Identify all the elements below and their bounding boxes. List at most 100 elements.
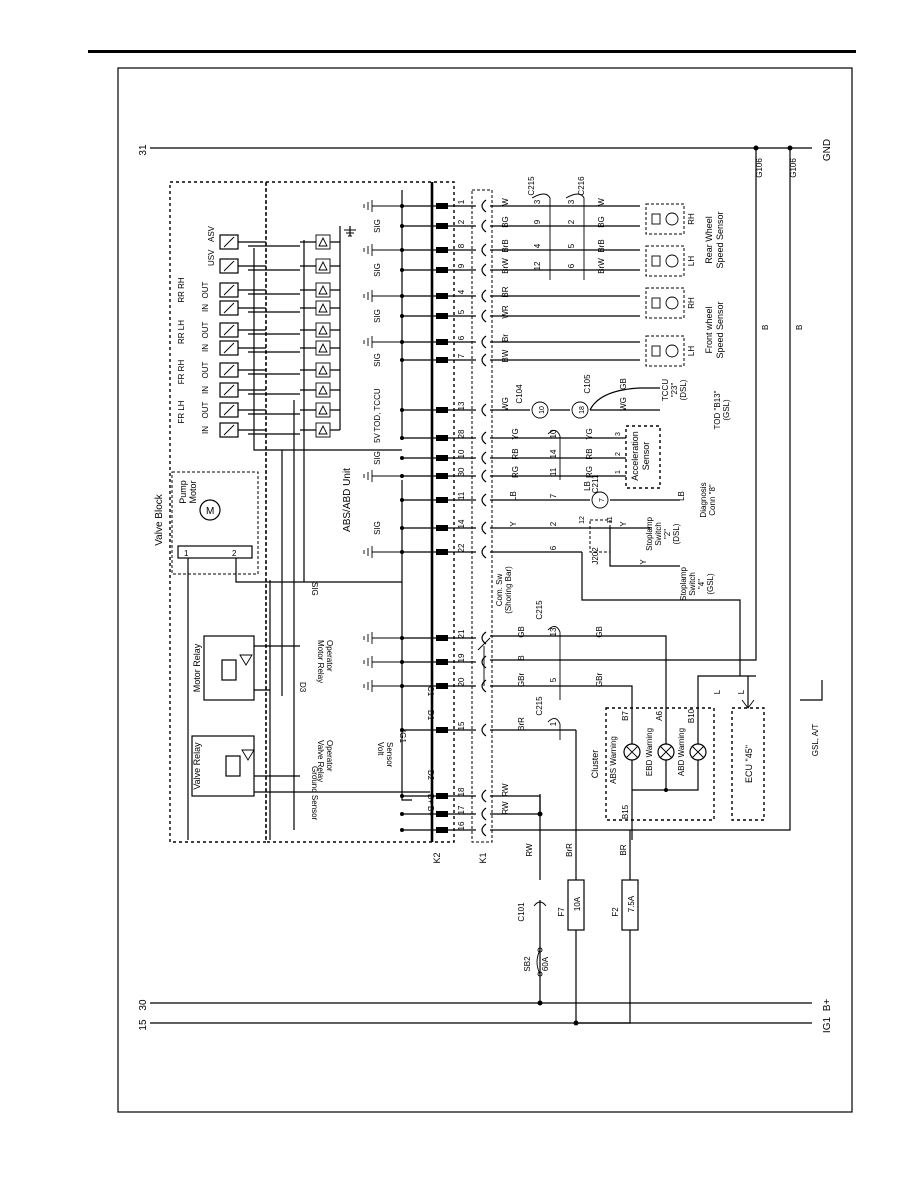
c215-pin: 12 bbox=[533, 261, 542, 270]
wire-color: LB bbox=[677, 491, 686, 501]
wire-color: RW bbox=[501, 783, 510, 797]
valve-group-fr-rh: FR RH bbox=[177, 360, 186, 385]
pin-terminal bbox=[436, 407, 448, 413]
ground-sensor-label: Ground Sensor bbox=[310, 766, 319, 821]
pin-number: 10 bbox=[457, 449, 466, 458]
motor-relay-box bbox=[203, 635, 255, 701]
bplus-int-label: B+ bbox=[426, 794, 435, 804]
c215-pin: 13 bbox=[549, 627, 558, 636]
c105-label: C105 bbox=[583, 374, 592, 394]
c215-pin: 9 bbox=[533, 219, 542, 224]
valve-port-label: OUT bbox=[201, 401, 210, 418]
pin-number: 30 bbox=[457, 467, 466, 476]
wire-color: RW bbox=[501, 801, 510, 815]
c215-pin: 3 bbox=[533, 199, 542, 204]
wire-color: W bbox=[501, 198, 510, 206]
cluster-box bbox=[605, 707, 715, 821]
valve-port-label: OUT bbox=[201, 281, 210, 298]
c105-pin: 18 bbox=[579, 406, 586, 414]
stoplamp-dsl-label: StoplampSwitch"2"(DSL) bbox=[645, 517, 681, 551]
valve-block-title: Valve Block bbox=[154, 493, 165, 546]
c215-label: C215 bbox=[535, 600, 544, 620]
svg-text:ASV: ASV bbox=[207, 225, 216, 242]
wire-color: GB bbox=[619, 378, 628, 390]
j202-box bbox=[589, 519, 611, 553]
a6: A6 bbox=[655, 711, 664, 721]
accel-pin: 3 bbox=[615, 432, 622, 436]
pin-number: 20 bbox=[457, 677, 466, 686]
tccu-label: TCCU"23"(DSL) bbox=[661, 379, 688, 401]
wire-color: BrW bbox=[501, 258, 510, 274]
c216-pin: 2 bbox=[567, 219, 576, 224]
gnd-rail-num: 31 bbox=[138, 144, 149, 156]
front-wheel-sensors bbox=[645, 287, 685, 367]
wire-color: Y bbox=[639, 559, 648, 565]
svg-text:RH: RH bbox=[687, 297, 696, 309]
motor-relay-operator: Motor RelayOperator bbox=[316, 640, 334, 683]
k1-connector-outline bbox=[471, 189, 493, 843]
f2-label: F2 bbox=[611, 907, 620, 917]
c215-label: C215 bbox=[535, 696, 544, 716]
pump-pin1: 1 bbox=[184, 549, 189, 558]
c215-pin: 10 bbox=[549, 429, 558, 438]
c216-pin: 6 bbox=[567, 263, 576, 268]
c215-pin: 5 bbox=[549, 677, 558, 682]
c216-label: C216 bbox=[577, 176, 586, 196]
c215-pin: 11 bbox=[549, 467, 558, 476]
c104-label: C104 bbox=[515, 384, 524, 404]
c215-pin: 6 bbox=[549, 545, 558, 550]
wire-color: BG bbox=[597, 216, 606, 228]
c215-pin: 2 bbox=[549, 521, 558, 526]
diag-label: DiagnosisConn "8" bbox=[699, 482, 717, 517]
bplus-int-label-2: B+ bbox=[426, 806, 435, 816]
pin-number: 6 bbox=[457, 335, 466, 340]
d3-label: D3 bbox=[298, 682, 307, 693]
pump-motor-box bbox=[171, 471, 259, 575]
pin-number: 15 bbox=[457, 721, 466, 730]
g106-label-1: G106 bbox=[755, 158, 764, 178]
sig-label: SIG bbox=[373, 219, 382, 233]
pin-terminal bbox=[436, 435, 448, 441]
wire-color: L bbox=[737, 689, 746, 694]
accel-sensor-label: AccelerationSensor bbox=[630, 431, 651, 481]
wire-color: BrR bbox=[517, 717, 526, 731]
svg-text:BR: BR bbox=[619, 844, 628, 855]
ig1-rail-num: 15 bbox=[138, 1019, 149, 1031]
wire-color: WR bbox=[501, 305, 510, 319]
tod-label: TOD, TCCU bbox=[373, 388, 382, 431]
c1-label: C1 bbox=[426, 686, 435, 697]
wire-color: WG bbox=[501, 397, 510, 411]
sb2-label: SB2 bbox=[523, 956, 532, 972]
sig-label: SIG bbox=[373, 263, 382, 277]
pin-terminal bbox=[436, 793, 448, 799]
wire-color: GBr bbox=[517, 673, 526, 688]
pin-terminal bbox=[436, 635, 448, 641]
f7-rating: 10A bbox=[573, 896, 582, 911]
c211-pin: 7 bbox=[599, 498, 606, 502]
wire-color: WG bbox=[619, 397, 628, 411]
c216-pin: 5 bbox=[567, 243, 576, 248]
wire-color: W bbox=[597, 198, 606, 206]
fuse-f2 bbox=[621, 879, 639, 931]
abs-warning: ABS Warning bbox=[609, 736, 618, 784]
pin-number: 28 bbox=[457, 429, 466, 438]
pin-terminal bbox=[436, 293, 448, 299]
wire-color: Y bbox=[619, 521, 628, 527]
pin-terminal bbox=[436, 659, 448, 665]
sb2-rating: 60A bbox=[541, 956, 550, 971]
pin-number: 13 bbox=[457, 401, 466, 410]
valve-port-label: OUT bbox=[201, 321, 210, 338]
sig-label: SIG bbox=[373, 353, 382, 367]
pin-number: 1 bbox=[457, 199, 466, 204]
valve-block-outline bbox=[169, 181, 267, 843]
k2-label: K2 bbox=[432, 852, 442, 863]
wire-color: Br bbox=[501, 334, 510, 342]
ig1-rail-name: IG1 bbox=[822, 1017, 833, 1034]
wire-color: Y bbox=[509, 521, 518, 527]
pin-number: 9 bbox=[457, 263, 466, 268]
valve-port-label: IN bbox=[201, 344, 210, 352]
wire-color: GBr bbox=[595, 673, 604, 688]
pin-terminal bbox=[436, 203, 448, 209]
fuse-f7 bbox=[567, 879, 585, 931]
